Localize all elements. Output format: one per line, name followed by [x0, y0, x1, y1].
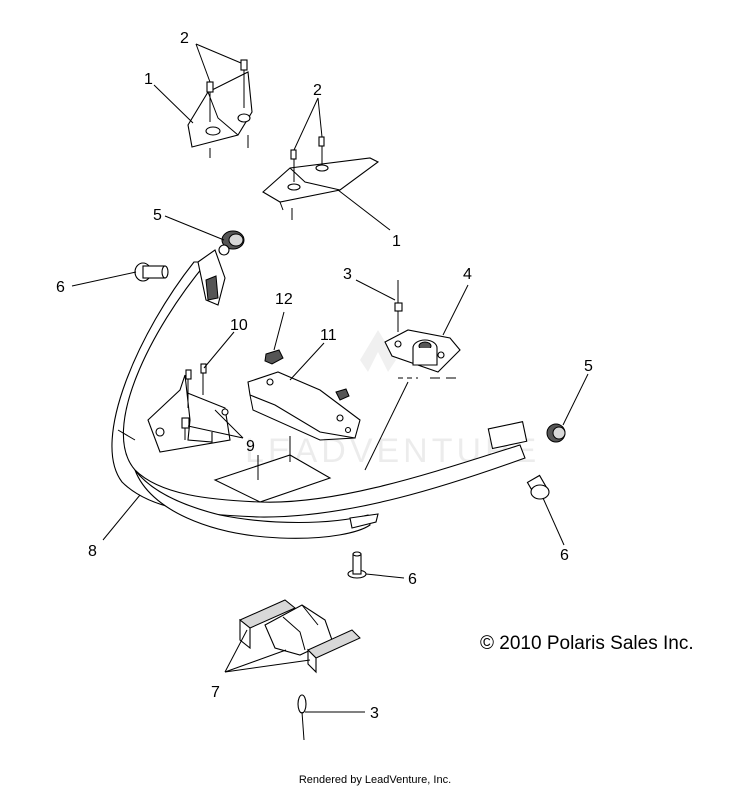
callout-10: 10 — [230, 317, 248, 334]
part-5-end-cap-right — [546, 423, 566, 443]
callout-4: 4 — [463, 266, 472, 283]
callout-1-right: 1 — [392, 233, 401, 250]
callout-8: 8 — [88, 543, 97, 560]
part-7-pads — [239, 599, 361, 674]
copyright-notice: © 2010 Polaris Sales Inc. — [480, 633, 694, 654]
part-9-bolts — [155, 417, 190, 440]
part-1-bracket-left — [187, 71, 253, 158]
callout-5-left: 5 — [153, 207, 162, 224]
part-6-rivet-bottom — [347, 551, 367, 579]
callout-12: 12 — [275, 291, 293, 308]
part-3-rivet-upper — [394, 280, 403, 332]
part-12-nut — [264, 349, 350, 401]
callout-3-lower: 3 — [370, 705, 379, 722]
callout-5-right: 5 — [584, 358, 593, 375]
part-4-mount — [384, 329, 462, 379]
callout-11: 11 — [320, 327, 337, 344]
callout-9: 9 — [246, 438, 255, 455]
part-8-bumper-tube — [111, 244, 528, 539]
part-3-rivet-lower — [297, 694, 365, 741]
callout-7: 7 — [211, 684, 220, 701]
callout-6-right: 6 — [560, 547, 569, 564]
rendered-by-footer: Rendered by LeadVenture, Inc. — [298, 774, 452, 786]
part-5-end-cap-left — [221, 230, 245, 250]
callout-6-bottom: 6 — [408, 571, 417, 588]
callout-6-left: 6 — [56, 279, 65, 296]
callout-2-top: 2 — [180, 30, 189, 47]
part-2-bolts-right — [290, 136, 325, 182]
callout-2-right: 2 — [313, 82, 322, 99]
part-1-bracket-right — [262, 157, 380, 220]
part-6-rivet-left — [134, 262, 169, 282]
callouts: 2 1 2 1 5 6 3 4 12 10 11 5 9 8 6 6 7 3 — [56, 30, 593, 722]
callout-1-top: 1 — [144, 71, 153, 88]
part-11-plate — [247, 371, 361, 441]
callout-3-upper: 3 — [343, 266, 352, 283]
part-10-bolts — [185, 363, 207, 408]
part-6-rivet-right — [526, 474, 550, 500]
part-2-bolts-left — [206, 59, 248, 122]
leader-lines — [71, 43, 589, 673]
